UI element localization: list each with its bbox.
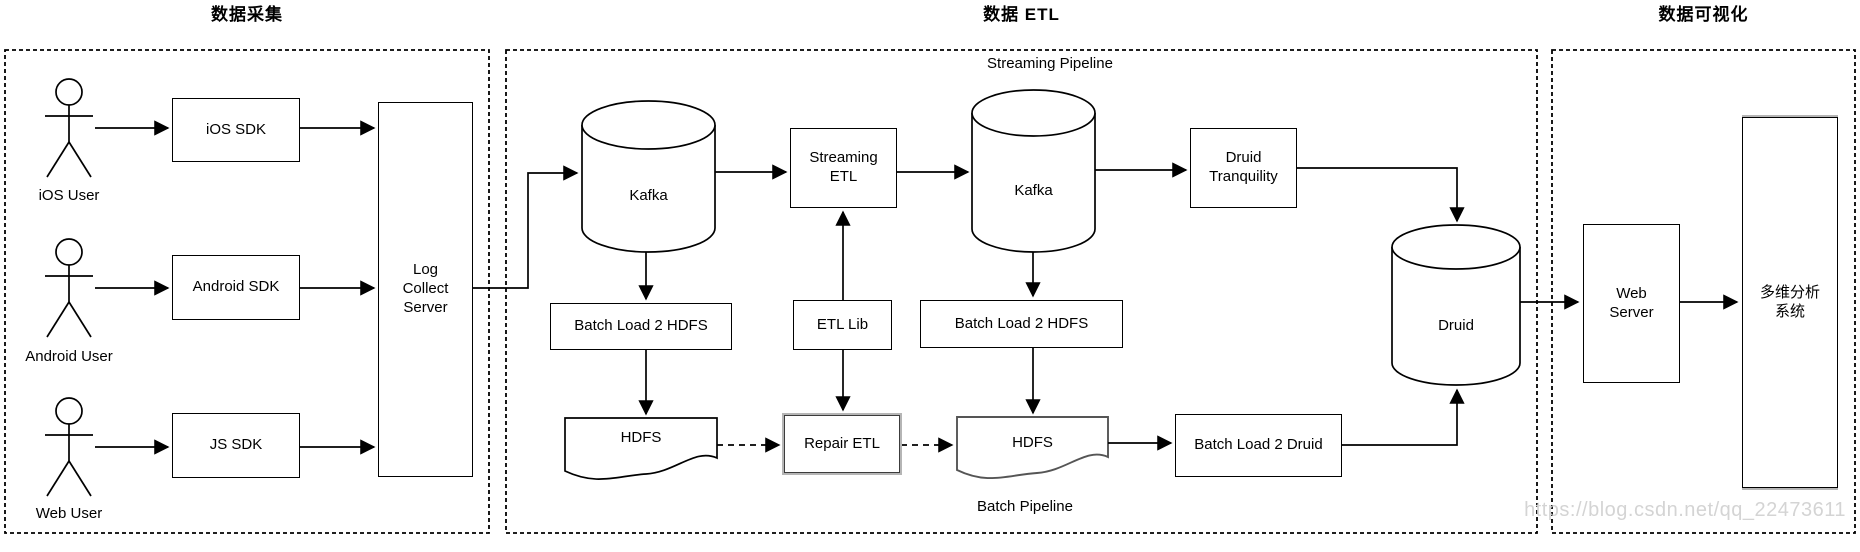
analysis-system-label: 多维分析系统 <box>1759 283 1820 320</box>
batch-load-2-hdfs-source-label: Batch Load 2 HDFS <box>574 317 708 335</box>
ios-sdk-node: iOS SDK <box>172 98 300 162</box>
druid-tranquility-label: Druid Tranquility <box>1209 149 1278 185</box>
hdfs-stream-document <box>956 416 1109 480</box>
csdn-watermark: https://blog.csdn.net/qq_22473611 <box>1524 499 1846 521</box>
log-collect-server-node: Log Collect Server <box>378 102 473 477</box>
batch-load-2-hdfs-source-node: Batch Load 2 HDFS <box>550 303 732 350</box>
streaming-etl-node: Streaming ETL <box>790 128 897 208</box>
kafka-stream-cylinder <box>971 89 1096 253</box>
batch-load-2-druid-node: Batch Load 2 Druid <box>1175 414 1342 477</box>
streaming-etl-label: Streaming ETL <box>809 149 878 185</box>
section-data-visualization-border <box>1551 49 1856 534</box>
druid-tranquility-node: Druid Tranquility <box>1190 128 1297 208</box>
arrow-batch-load-druid-to-druid <box>1342 388 1465 446</box>
section-title-data-collection: 数据采集 <box>211 5 283 24</box>
etl-lib-label: ETL Lib <box>816 315 869 333</box>
section-title-data-etl: 数据 ETL <box>983 5 1060 24</box>
batch-load-2-hdfs-stream-node: Batch Load 2 HDFS <box>920 300 1123 348</box>
etl-lib-node: ETL Lib <box>793 300 892 350</box>
repair-etl-label: Repair ETL <box>804 434 880 452</box>
streaming-pipeline-label: Streaming Pipeline <box>987 55 1113 72</box>
arrow-druid-tranquility-to-druid <box>1297 167 1465 223</box>
log-collect-server-label: Log Collect Server <box>402 261 449 316</box>
batch-load-2-druid-label: Batch Load 2 Druid <box>1194 436 1323 454</box>
android-user-figure <box>45 238 93 338</box>
arrow-log-server-to-kafka <box>473 165 579 289</box>
js-sdk-node: JS SDK <box>172 413 300 478</box>
repair-etl-node: Repair ETL <box>782 413 902 475</box>
android-sdk-node: Android SDK <box>172 255 300 320</box>
section-title-data-visualization: 数据可视化 <box>1658 5 1749 24</box>
ios-sdk-label: iOS SDK <box>205 120 266 138</box>
batch-load-2-hdfs-stream-label: Batch Load 2 HDFS <box>954 314 1089 332</box>
analysis-system-node: 多维分析系统 <box>1742 117 1838 488</box>
web-server-label: Web Server <box>1609 284 1654 321</box>
js-sdk-label: JS SDK <box>209 436 263 454</box>
hdfs-source-document <box>564 417 718 480</box>
web-user-figure <box>45 397 93 497</box>
web-server-node: Web Server <box>1583 224 1680 383</box>
android-sdk-label: Android SDK <box>192 278 280 296</box>
section-data-collection-border <box>4 49 490 534</box>
batch-pipeline-label: Batch Pipeline <box>977 498 1073 515</box>
kafka-source-cylinder <box>581 100 716 253</box>
druid-cylinder <box>1391 224 1521 386</box>
section-data-etl-border <box>505 49 1538 534</box>
ios-user-figure <box>45 78 93 178</box>
